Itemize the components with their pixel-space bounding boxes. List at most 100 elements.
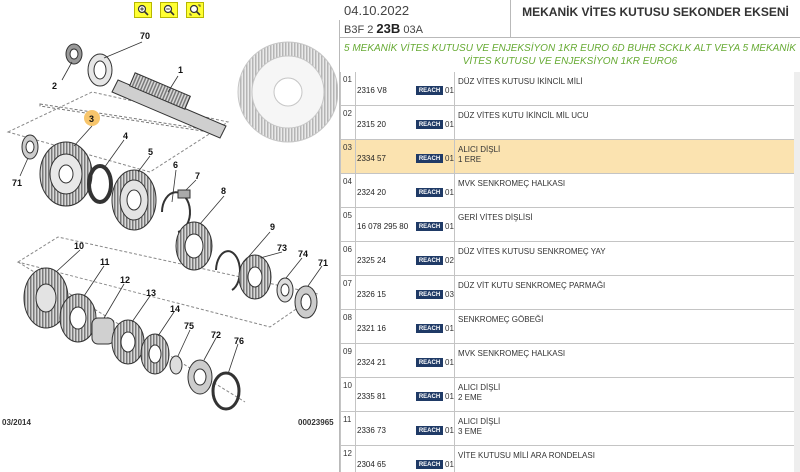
washer-part-74[interactable] — [276, 277, 294, 303]
gear-part-73[interactable] — [238, 254, 272, 300]
gear-part-14[interactable] — [140, 333, 170, 375]
zoom-out-icon[interactable] — [160, 2, 178, 18]
callout-label[interactable]: 11 — [100, 257, 110, 267]
reach-badge[interactable]: REACH — [416, 324, 443, 333]
callout-label[interactable]: 10 — [74, 241, 84, 251]
reach-badge[interactable]: REACH — [416, 392, 443, 401]
header-date: 04.10.2022 — [344, 3, 410, 18]
bearing-part-71[interactable] — [21, 134, 39, 160]
page-title: MEKANİK VİTES KUTUSU SEKONDER EKSENİ — [522, 5, 789, 19]
part-description-detail: 2 EME — [458, 393, 483, 402]
zoom-fit-icon[interactable] — [186, 2, 204, 18]
part-reference[interactable]: 2336 73 — [357, 426, 386, 435]
part-position: 04 — [343, 177, 352, 186]
callout-label[interactable]: 72 — [211, 330, 221, 340]
callout-label[interactable]: 2 — [52, 81, 57, 91]
gear-part-10[interactable] — [23, 267, 69, 329]
callout-label[interactable]: 75 — [184, 321, 194, 331]
washer-part-75[interactable] — [169, 355, 183, 375]
callout-label[interactable]: 8 — [221, 186, 226, 196]
finger-part-7[interactable] — [177, 189, 191, 199]
reach-badge[interactable]: REACH — [416, 358, 443, 367]
bearing-part-72[interactable] — [187, 359, 213, 395]
part-quantity: 01 — [445, 222, 454, 231]
reach-badge[interactable]: REACH — [416, 460, 443, 469]
reach-badge[interactable]: REACH — [416, 120, 443, 129]
callout-label[interactable]: 71 — [12, 178, 22, 188]
callout-label[interactable]: 6 — [173, 160, 178, 170]
synchro-ring-part-9[interactable] — [215, 250, 241, 291]
part-reference[interactable]: 2316 V8 — [357, 86, 387, 95]
scrollbar[interactable] — [794, 72, 800, 472]
divider — [340, 378, 341, 411]
callout-label[interactable]: 1 — [178, 65, 183, 75]
part-reference[interactable]: 2324 20 — [357, 188, 386, 197]
callout-label[interactable]: 70 — [140, 31, 150, 41]
callout-label[interactable]: 14 — [170, 304, 180, 314]
gear-part-3[interactable] — [39, 141, 93, 207]
part-reference[interactable]: 16 078 295 80 — [357, 222, 409, 231]
part-quantity: 03 — [445, 290, 454, 299]
part-quantity: 01 — [445, 358, 454, 367]
spacer-part-12[interactable] — [91, 317, 115, 345]
gear-part-13[interactable] — [111, 319, 145, 365]
reach-badge[interactable]: REACH — [416, 256, 443, 265]
reach-badge[interactable]: REACH — [416, 426, 443, 435]
zoom-in-icon[interactable] — [134, 2, 152, 18]
part-reference[interactable]: 2335 81 — [357, 392, 386, 401]
callout-label[interactable]: 76 — [234, 336, 244, 346]
divider — [355, 174, 356, 207]
part-reference[interactable]: 2324 21 — [357, 358, 386, 367]
part-reference[interactable]: 2334 57 — [357, 154, 386, 163]
divider — [454, 174, 455, 207]
divider — [454, 140, 455, 173]
callout-label[interactable]: 4 — [123, 131, 128, 141]
part-reference[interactable]: 2325 24 — [357, 256, 386, 265]
callout-label[interactable]: 74 — [298, 249, 308, 259]
bearing-part-70[interactable] — [87, 53, 113, 87]
part-description: DÜZ VİTES KUTUSU SENKROMEÇ YAY — [458, 247, 606, 256]
callout-label[interactable]: 5 — [148, 147, 153, 157]
callout-label[interactable]: 9 — [270, 222, 275, 232]
part-reference[interactable]: 2321 16 — [357, 324, 386, 333]
bearing-part-71b[interactable] — [294, 285, 318, 319]
part-reference[interactable]: 2326 15 — [357, 290, 386, 299]
application-subtitle: 5 MEKANİK VİTES KUTUSU VE ENJEKSİYON 1KR… — [344, 43, 796, 67]
reverse-gear-part-5[interactable] — [111, 169, 157, 231]
callout-label[interactable]: 7 — [195, 171, 200, 181]
part-reference[interactable]: 2315 20 — [357, 120, 386, 129]
reach-badge[interactable]: REACH — [416, 154, 443, 163]
hub-part-8[interactable] — [175, 221, 213, 271]
callout-label[interactable]: 13 — [146, 288, 156, 298]
gear-part-11[interactable] — [59, 293, 97, 343]
synchro-ring-part-4[interactable] — [87, 164, 113, 204]
part-position: 10 — [343, 381, 352, 390]
part-position: 11 — [343, 415, 352, 424]
end-cap-part-2[interactable] — [65, 43, 83, 65]
divider — [340, 276, 341, 309]
reach-badge[interactable]: REACH — [416, 290, 443, 299]
reach-badge[interactable]: REACH — [416, 222, 443, 231]
callout-label[interactable]: 12 — [120, 275, 130, 285]
callout-label[interactable]: 73 — [277, 243, 287, 253]
part-reference[interactable]: 2304 65 — [357, 460, 386, 469]
reach-badge[interactable]: REACH — [416, 86, 443, 95]
callout-label[interactable]: 71 — [318, 258, 328, 268]
secondary-shaft-part[interactable] — [111, 72, 227, 139]
callout-label[interactable]: 3 — [89, 114, 94, 124]
ring-part-76[interactable] — [211, 371, 241, 411]
reach-badge[interactable]: REACH — [416, 188, 443, 197]
part-description: VİTE KUTUSU MİLİ ARA RONDELASI — [458, 451, 595, 460]
